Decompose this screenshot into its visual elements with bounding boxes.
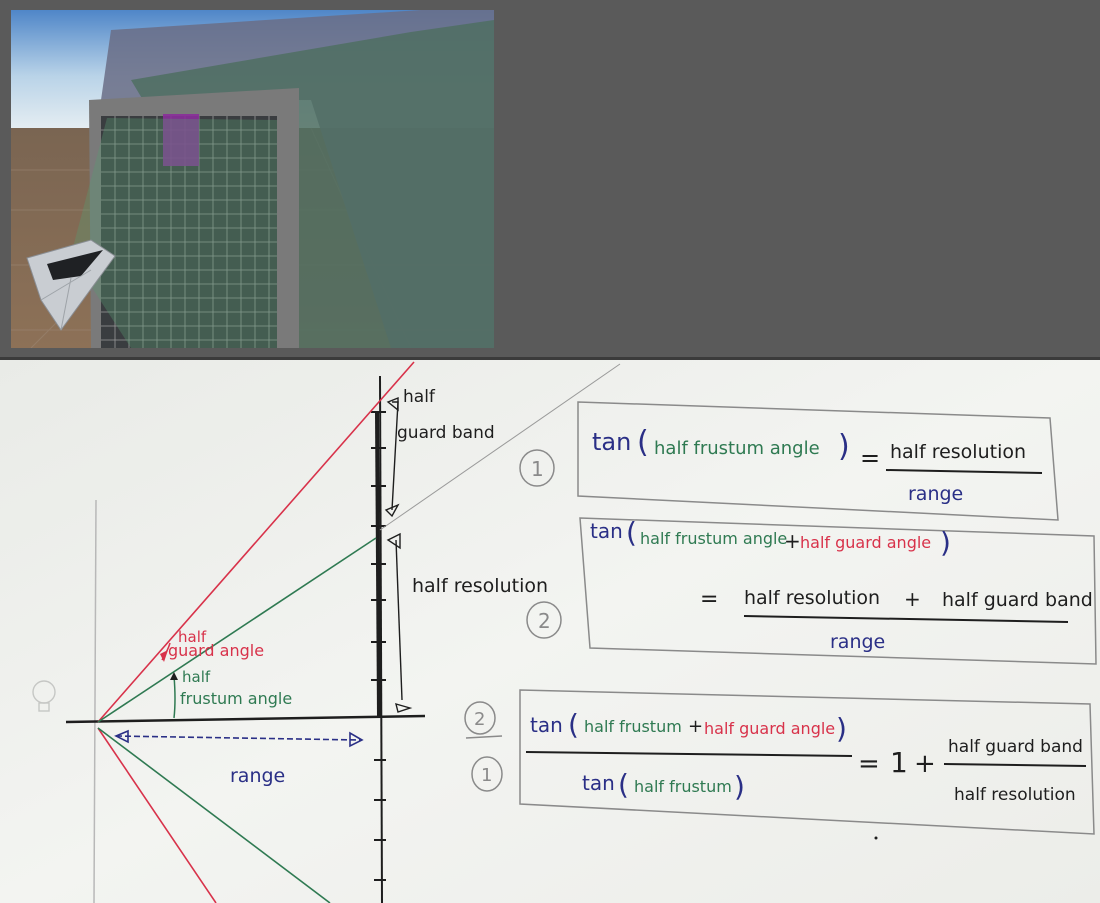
camera-vertical-guide bbox=[93, 499, 97, 903]
equation-2-box bbox=[579, 517, 1097, 665]
eq3-frac-num: half guard band bbox=[948, 737, 1083, 757]
equation-2: 2 tan ( half frustum angle + half guard … bbox=[526, 516, 1097, 665]
equation-1: 1 tan ( half frustum angle ) = half reso… bbox=[519, 401, 1059, 521]
label-half-guard-angle-line2: guard angle bbox=[168, 641, 264, 660]
eq2-tan: tan bbox=[590, 519, 623, 543]
eq1-arg: half frustum angle bbox=[654, 438, 820, 459]
frustum-ray-lower bbox=[97, 727, 331, 903]
svg-text:): ) bbox=[838, 429, 850, 464]
eq1-tan: tan bbox=[592, 428, 631, 456]
eq3-den-tan: tan bbox=[582, 771, 615, 795]
eq2-equals: = bbox=[700, 587, 718, 612]
scene-view-3d[interactable] bbox=[11, 10, 494, 348]
label-range: range bbox=[230, 765, 285, 787]
eq1-denominator: range bbox=[908, 483, 963, 505]
eq3-equals: = bbox=[858, 749, 880, 779]
eq2-plus: + bbox=[784, 529, 801, 553]
eq3-num-arg-red: half guard angle bbox=[704, 719, 835, 738]
label-half-guard-band-line1: half bbox=[403, 387, 436, 407]
guard-band-ray-upper bbox=[97, 361, 415, 723]
whiteboard-drawing: half guard band half resolution half gua… bbox=[0, 360, 1100, 903]
eq2-numerator-a: half resolution bbox=[744, 587, 880, 609]
equation-2-number-circle bbox=[526, 601, 562, 639]
eq3-den-arg: half frustum bbox=[634, 777, 732, 796]
eq3-frac-den: half resolution bbox=[954, 785, 1076, 805]
equation-1-number-circle bbox=[519, 449, 555, 487]
svg-text:): ) bbox=[940, 526, 951, 559]
label-half-guard-angle-line1: half bbox=[178, 628, 207, 646]
frustum-ray-upper bbox=[97, 537, 377, 723]
range-arrow bbox=[115, 735, 361, 741]
svg-text:): ) bbox=[734, 770, 745, 803]
range-axis bbox=[65, 714, 426, 724]
svg-text:(: ( bbox=[568, 708, 579, 741]
label-half-frustum-angle-line1: half bbox=[182, 668, 211, 686]
eq3-num-plus: + bbox=[688, 716, 703, 737]
svg-text:(: ( bbox=[637, 425, 649, 460]
pane-divider[interactable] bbox=[0, 357, 1100, 360]
whiteboard: half guard band half resolution half gua… bbox=[0, 360, 1100, 903]
svg-text:): ) bbox=[836, 712, 847, 745]
eq2-denominator: range bbox=[830, 631, 885, 653]
equation-2-number: 2 bbox=[538, 609, 551, 633]
eq1-numerator: half resolution bbox=[890, 441, 1026, 463]
eq1-equals: = bbox=[860, 444, 880, 472]
label-half-guard-band-line2: guard band bbox=[397, 423, 495, 443]
camera-gizmo-icon bbox=[26, 239, 116, 331]
equation-1-box bbox=[577, 401, 1059, 521]
svg-text:(: ( bbox=[618, 768, 629, 801]
svg-text:(: ( bbox=[626, 516, 637, 549]
screen-plane-line bbox=[379, 375, 383, 903]
equation-3: 2 1 tan ( half frustum + half guard angl… bbox=[464, 689, 1095, 835]
eq2-arg-green: half frustum angle bbox=[640, 529, 787, 548]
label-half-frustum-angle-line2: frustum angle bbox=[180, 689, 292, 708]
eq2-numerator-b: half guard band bbox=[942, 589, 1093, 611]
eq3-one: 1 bbox=[890, 746, 908, 779]
guard-band-ray-lower bbox=[97, 727, 217, 903]
grid-ticks bbox=[371, 411, 386, 881]
scene-render bbox=[11, 10, 494, 348]
light-bulb-icon bbox=[32, 680, 56, 712]
eq3-num-tan: tan bbox=[530, 713, 563, 737]
label-half-resolution: half resolution bbox=[412, 575, 548, 597]
eq2-arg-red: half guard angle bbox=[800, 533, 931, 552]
eq3-plus: + bbox=[914, 749, 936, 779]
half-resolution-bracket bbox=[395, 539, 403, 701]
highlighted-cell bbox=[163, 114, 199, 166]
top-pane bbox=[0, 0, 1100, 358]
eq3-ratio-bottom: 1 bbox=[481, 765, 492, 786]
eq2-numerator-plus: + bbox=[904, 587, 921, 611]
equation-1-number: 1 bbox=[531, 457, 544, 481]
guide-to-equation-1 bbox=[379, 363, 621, 531]
resolution-grid bbox=[101, 116, 277, 348]
eq3-num-arg-green: half frustum bbox=[584, 717, 682, 736]
eq3-ratio-top: 2 bbox=[474, 709, 485, 730]
equation-3-box bbox=[519, 689, 1095, 835]
